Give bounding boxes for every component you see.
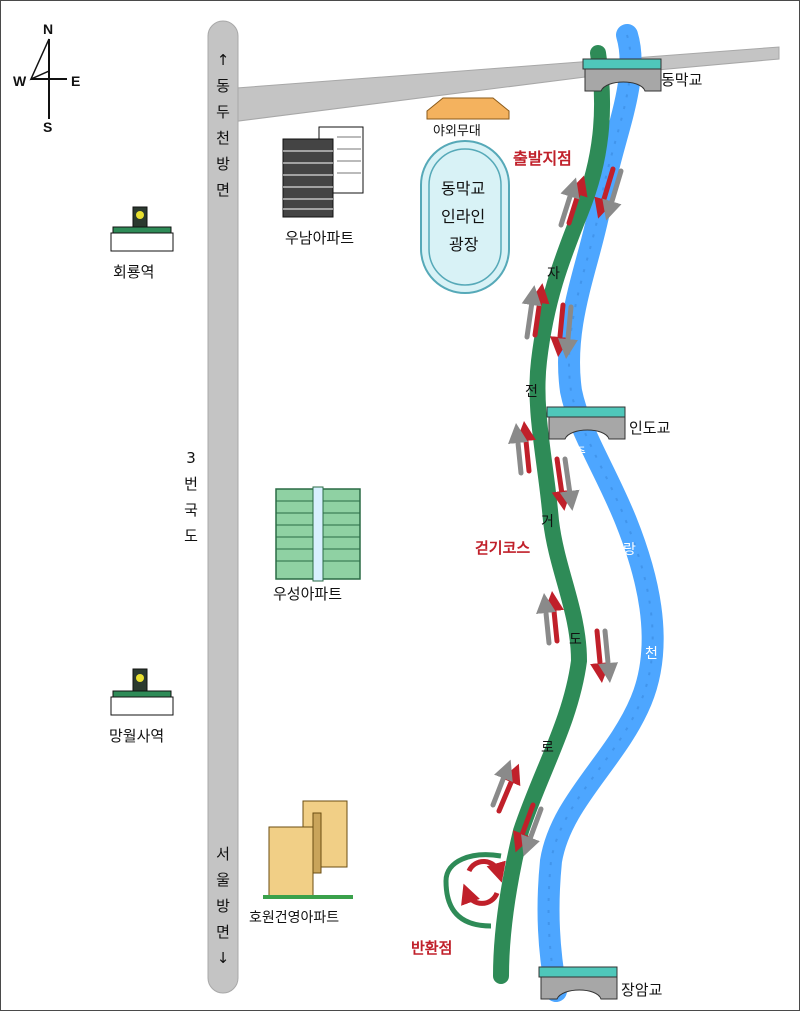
road-bottom-direction: 서 울 방 면 ↓ — [216, 845, 230, 967]
mangwolsa-station-label: 망월사역 — [109, 727, 165, 745]
turnaround-label: 반환점 — [411, 939, 453, 957]
compass-w: W — [13, 73, 27, 89]
walking-course-label: 걷기코스 — [475, 539, 531, 557]
turnaround-loop — [443, 852, 502, 929]
bike-path-char-5: 로 — [541, 740, 554, 756]
plaza-line2: 인라인 — [441, 207, 486, 226]
bike-path-char-2: 전 — [525, 384, 538, 400]
mangwolsa-station-icon — [110, 668, 174, 716]
dongmak-bridge-icon — [582, 58, 662, 92]
useong-apartment-label: 우성아파트 — [273, 585, 343, 603]
inline-plaza-icon — [420, 140, 510, 294]
start-point-label: 출발지점 — [513, 149, 572, 168]
useong-apartment-icon — [275, 486, 361, 582]
compass-rose — [29, 38, 67, 119]
outdoor-stage-icon — [426, 97, 510, 120]
unam-apartment-label: 우남아파트 — [285, 229, 355, 247]
indo-bridge-label: 인도교 — [629, 419, 671, 437]
compass-s: S — [43, 119, 53, 135]
outdoor-stage-label: 야외무대 — [433, 124, 481, 139]
river-char-2: 랑 — [623, 542, 636, 558]
river — [537, 24, 664, 1002]
jangam-bridge-label: 장암교 — [621, 981, 663, 999]
compass-n: N — [43, 21, 54, 37]
bike-path-char-1: 자 — [547, 266, 560, 282]
unam-apartment-icon — [282, 126, 364, 218]
bike-path-char-4: 도 — [569, 632, 582, 648]
turnaround-icon — [461, 859, 506, 906]
indo-bridge-icon — [546, 406, 626, 440]
river-char-1: 중 — [573, 446, 586, 462]
direction-arrows — [490, 166, 624, 857]
hoeryong-station-icon — [110, 206, 174, 252]
howon-apartment-label: 호원건영아파트 — [249, 910, 340, 926]
route3-road — [207, 20, 239, 994]
route3-label: 3 번 국 도 — [184, 449, 198, 545]
road-top-direction: ↑ 동 두 천 방 면 — [216, 51, 230, 199]
plaza-line3: 광장 — [449, 235, 479, 254]
jangam-bridge-icon — [538, 966, 618, 1000]
dongmak-bridge-label: 동막교 — [661, 71, 703, 89]
plaza-line1: 동막교 — [441, 179, 486, 198]
bike-path-char-3: 거 — [541, 514, 554, 530]
river-char-3: 천 — [645, 646, 658, 662]
compass-e: E — [71, 73, 81, 89]
howon-apartment-icon — [263, 800, 353, 899]
hoeryong-station-label: 회룡역 — [113, 263, 155, 281]
